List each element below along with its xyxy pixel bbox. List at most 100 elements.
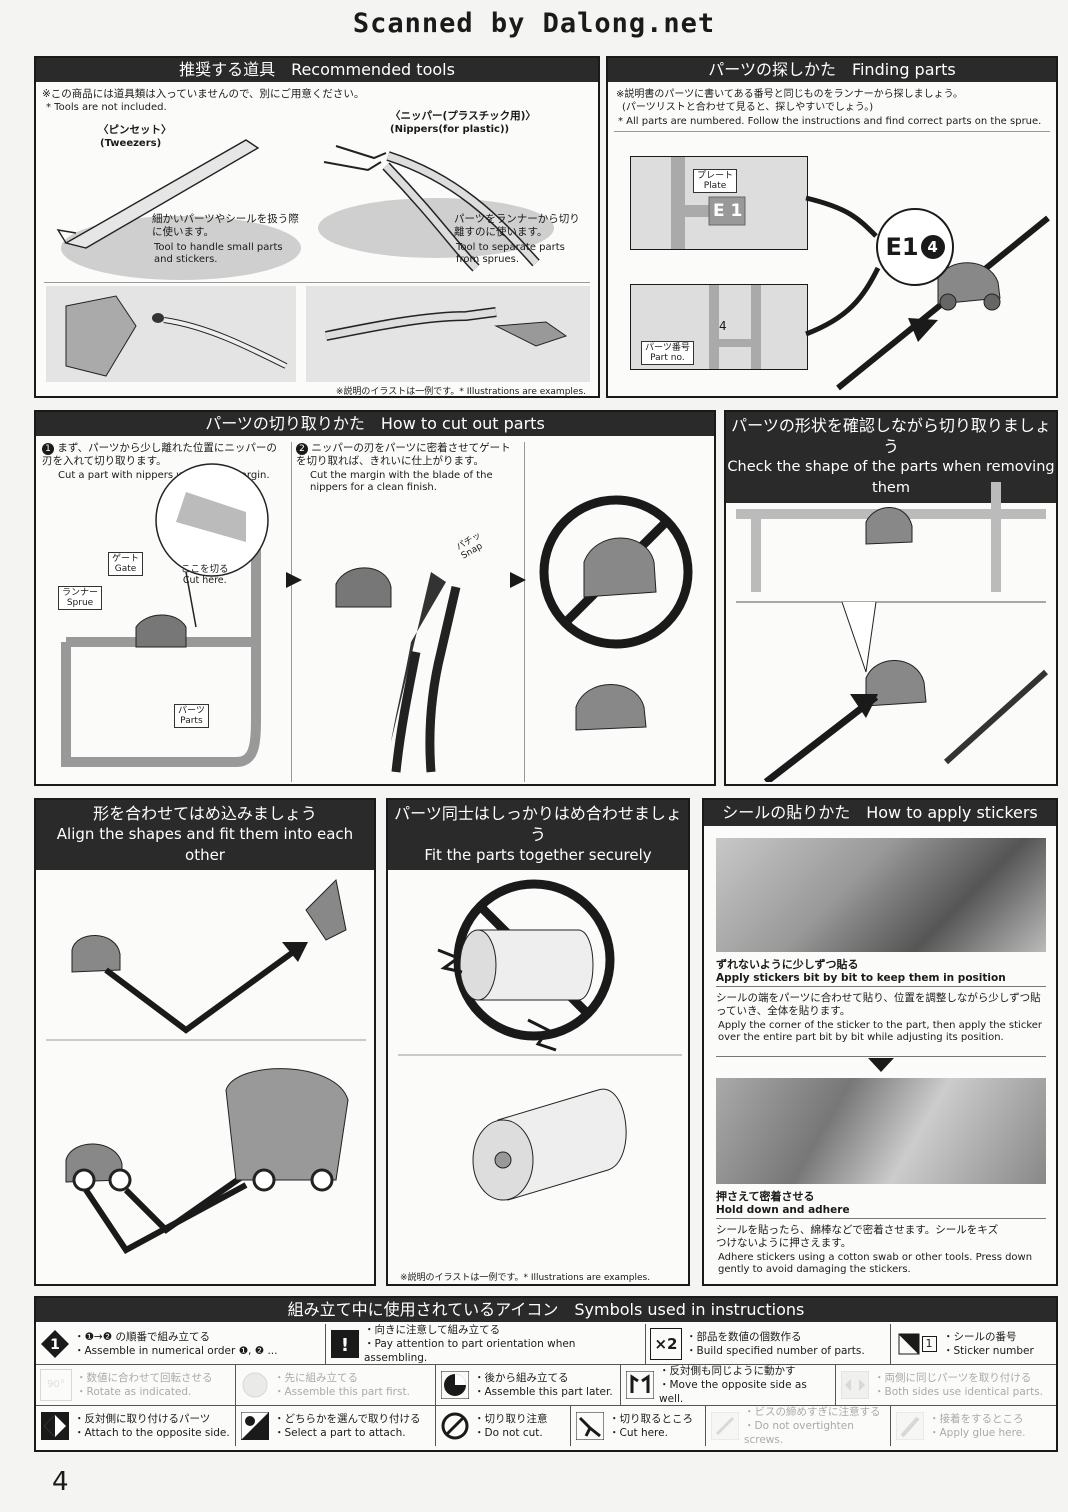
fit-illustration [398, 879, 682, 1201]
screw-icon [710, 1411, 740, 1441]
finding-note-en: * All parts are numbered. Follow the ins… [618, 116, 1042, 127]
tools-note-en: * Tools are not included. [46, 102, 167, 113]
sticker-h1-en: Apply stickers bit by bit to keep them i… [716, 972, 1006, 984]
assemble-later-icon [440, 1370, 470, 1400]
cut-here-icon [575, 1411, 605, 1441]
fit-title-en: Fit the parts together securely [424, 846, 652, 864]
sticker-d1-en: Apply the corner of the sticker to the p… [718, 1020, 1043, 1043]
tools-usage-illustration [46, 286, 590, 382]
fit-title-jp: パーツ同士はしっかりはめ合わせましょう [394, 804, 682, 844]
symbol-build-count: ×2 ・部品を数値の個数作る・Build specified number of… [646, 1324, 891, 1364]
plate-code: E 1 [713, 201, 743, 221]
nippers-label-jp: 〈ニッパー(プラスチック用)〉 [390, 110, 536, 122]
sticker-number-icon: 1 [895, 1329, 939, 1359]
symbols-panel: 組み立て中に使用されているアイコン Symbols used in instru… [34, 1296, 1058, 1452]
symbol-rotate: 90° ・数値に合わせて回転させる・Rotate as indicated. [36, 1365, 236, 1405]
symbol-sticker-number: 1 ・シールの番号・Sticker number [891, 1324, 1056, 1364]
sticker-h2-en: Hold down and adhere [716, 1204, 850, 1216]
sticker-h2-jp: 押さえて密着させる [716, 1190, 815, 1203]
symbol-do-not-cut: ・切り取り注意・Do not cut. [436, 1406, 571, 1446]
multiply-icon: ×2 [650, 1328, 682, 1360]
sticker-d2-en: Adhere stickers using a cotton swab or o… [718, 1252, 1033, 1275]
finding-note-jp2: (パーツリストと合わせて見ると、探しやすいでしょう。) [622, 102, 874, 113]
symbol-move-opposite: ・反対側も同じように動かす・Move the opposite side as … [621, 1365, 836, 1405]
fit-panel: パーツ同士はしっかりはめ合わせましょう Fit the parts togethe… [386, 798, 690, 1286]
cut-step1-en: Cut a part with nippers with some margin… [58, 470, 270, 481]
nippers-label-en: (Nippers(for plastic)) [390, 124, 510, 135]
partno-value: 4 [719, 319, 727, 333]
symbol-numerical-order: 1 ・❶→❷ の順番で組み立てる・Assemble in numerical o… [36, 1324, 326, 1364]
exclamation-icon: ! [330, 1329, 360, 1359]
scan-credit: Scanned by Dalong.net [352, 8, 716, 39]
tweezers-desc-jp: 細かいパーツやシールを扱う際に使います。 [152, 213, 299, 238]
align-illustration [46, 878, 366, 1254]
tweezers-label-en: (Tweezers) [100, 138, 162, 149]
svg-text:!: ! [341, 1335, 349, 1356]
symbol-orientation: ! ・向きに注意して組み立てる・Pay attention to part or… [326, 1324, 646, 1364]
cut-title: パーツの切り取りかた How to cut out parts [36, 412, 714, 436]
symbol-assemble-first: ・先に組み立てる・Assemble this part first. [236, 1365, 436, 1405]
mirror-move-icon [625, 1370, 655, 1400]
stickers-panel: シールの貼りかた How to apply stickers ずれないように少し… [702, 798, 1058, 1286]
symbol-glue: ・接着をするところ・Apply glue here. [891, 1406, 1056, 1446]
tools-title: 推奨する道具 Recommended tools [36, 58, 598, 82]
cut-step1-num: 1 [42, 443, 54, 455]
svg-text:1: 1 [50, 1337, 60, 1353]
attach-opposite-icon [40, 1411, 70, 1441]
symbol-assemble-later: ・後から組み立てる・Assemble this part later. [436, 1365, 621, 1405]
nippers-desc-en: Tool to separate parts from sprues. [456, 242, 565, 265]
fit-illus-note: ※説明のイラストは一例です。* Illustrations are exampl… [400, 1273, 651, 1283]
align-title-jp: 形を合わせてはめ込みましょう [93, 804, 317, 823]
part-callout-code: E1 [885, 233, 919, 261]
tools-illustration [56, 139, 554, 280]
tools-illus-note: ※説明のイラストは一例です。* Illustrations are exampl… [335, 387, 586, 397]
part-callout: E1 4 [876, 208, 954, 286]
nippers-desc-jp: パーツをランナーから切り離すのに使います。 [454, 213, 580, 238]
check-title-jp: パーツの形状を確認しながら切り取りましょう [731, 416, 1051, 456]
sticker-photo-2 [716, 1078, 1046, 1184]
symbol-cut-here: ・切り取るところ・Cut here. [571, 1406, 706, 1446]
finding-arrows [805, 195, 1050, 391]
sticker-photo-1 [716, 838, 1046, 952]
symbol-screws: ・ビスの締めすぎに注意する・Do not overtighten screws. [706, 1406, 891, 1446]
stickers-title: シールの貼りかた How to apply stickers [704, 800, 1056, 826]
symbol-attach-opposite: ・反対側に取り付けるパーツ・Attach to the opposite sid… [36, 1406, 236, 1446]
tools-note-jp: ※この商品には道具類は入っていませんので、別にご用意ください。 [42, 88, 365, 100]
align-title-en: Align the shapes and fit them into each … [56, 825, 354, 864]
cut-step2-num: 2 [296, 443, 308, 455]
cut-step1-jp: 1 まず、パーツから少し離れた位置にニッパーの刃を入れて切り取ります。 [42, 442, 277, 467]
symbol-identical-parts: ・両側に同じパーツを取り付ける・Both sides use identical… [836, 1365, 1056, 1405]
finding-panel: パーツの探しかた Finding parts ※説明書のパーツに書いてある番号と… [606, 56, 1058, 398]
cut-panel: パーツの切り取りかた How to cut out parts 1 まず、パーツ… [34, 410, 716, 786]
select-part-icon [240, 1411, 270, 1441]
tweezers-desc-en: Tool to handle small parts and stickers. [154, 242, 283, 265]
page-number: 4 [52, 1467, 69, 1497]
sticker-down-arrow-icon [868, 1058, 894, 1072]
cut-illustration [61, 463, 693, 773]
glue-icon [895, 1411, 925, 1441]
sticker-d2-jp: シールを貼ったら、綿棒などで密着させます。シールをキズつけないように押さえます。 [716, 1224, 999, 1249]
identical-parts-icon [840, 1370, 870, 1400]
check-title-en: Check the shape of the parts when removi… [727, 459, 1055, 496]
numerical-order-icon: 1 [40, 1329, 70, 1359]
align-panel: 形を合わせてはめ込みましょう Align the shapes and fit t… [34, 798, 376, 1286]
sticker-h1-jp: ずれないように少しずつ貼る [716, 958, 859, 971]
tools-panel: 推奨する道具 Recommended tools ※この商品には道具類は入ってい… [34, 56, 600, 398]
check-illustration [736, 482, 1049, 782]
tweezers-label-jp: 〈ピンセット〉 [98, 124, 172, 136]
sticker-d1-jp: シールの端をパーツに合わせて貼り、位置を調整しながら少しずつ貼っていき、全体を貼… [716, 992, 1041, 1017]
symbols-title: 組み立て中に使用されているアイコン Symbols used in instru… [36, 1298, 1056, 1322]
finding-title: パーツの探しかた Finding parts [608, 58, 1056, 82]
finding-note-jp1: ※説明書のパーツに書いてある番号と同じものをランナーから探しましょう。 [616, 89, 963, 100]
cut-step2-en: Cut the margin with the blade of the nip… [310, 470, 493, 493]
rotate-icon: 90° [40, 1369, 72, 1401]
